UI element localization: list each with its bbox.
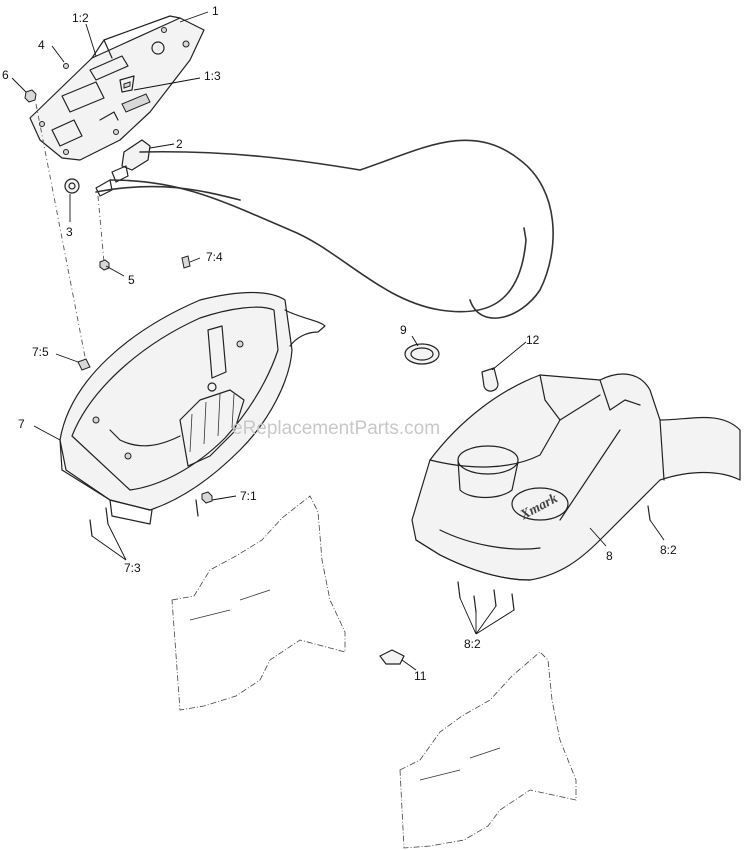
cable-clip-12 (481, 367, 499, 392)
callout-8-2-bottom: 8:2 (464, 637, 481, 651)
callout-2: 2 (176, 137, 183, 151)
callout-1-2: 1:2 (72, 11, 89, 25)
callout-5: 5 (128, 273, 135, 287)
callout-8-2-right: 8:2 (660, 543, 677, 557)
heat-shield-left (171, 495, 346, 711)
clip-11 (379, 649, 405, 665)
callout-12: 12 (526, 333, 540, 347)
callout-9: 9 (400, 323, 407, 337)
nut-5 (99, 259, 110, 271)
hose-clamp-9 (404, 343, 440, 365)
clip-7-5 (77, 358, 91, 371)
screw-4 (63, 63, 69, 69)
callout-7-5: 7:5 (32, 345, 49, 359)
callout-7-1: 7:1 (240, 489, 257, 503)
nut-6 (24, 89, 37, 103)
wire-harness-cable (95, 139, 554, 319)
screws-7-3 (89, 499, 199, 537)
switch-connector-2 (95, 139, 151, 197)
heat-shield-right (399, 651, 577, 849)
nut-7-1 (201, 491, 213, 504)
grommet-3 (64, 178, 80, 194)
alignment-line (35, 103, 87, 363)
callout-1-3: 1:3 (204, 69, 221, 83)
control-panel-plate (29, 15, 205, 161)
callout-8: 8 (606, 549, 613, 563)
callout-3: 3 (66, 225, 73, 239)
leader-lines (11, 11, 665, 671)
console-pod-7 (59, 291, 326, 525)
callout-7-3: 7:3 (124, 561, 141, 575)
alignment-line-2 (97, 195, 105, 263)
callout-11: 11 (414, 669, 427, 683)
callout-6: 6 (2, 68, 9, 82)
callout-7: 7 (18, 417, 25, 431)
screws-8-2 (457, 505, 651, 613)
callout-7-4: 7:4 (206, 250, 223, 264)
callout-4: 4 (38, 38, 45, 52)
screw-7-4 (181, 255, 191, 269)
watermark: eReplacementParts.com (232, 418, 440, 439)
console-pod-8 (411, 373, 741, 581)
callout-1: 1 (212, 4, 219, 18)
